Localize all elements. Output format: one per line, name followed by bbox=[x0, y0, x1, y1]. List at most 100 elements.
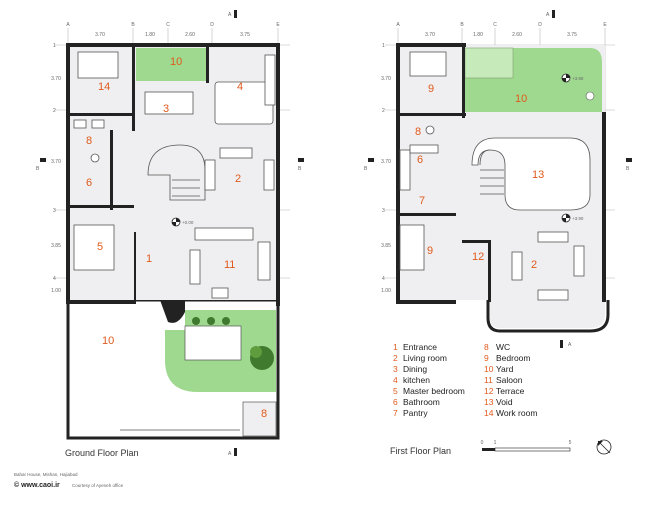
legend-label-11: Saloon bbox=[496, 375, 523, 385]
ground-sofa-1 bbox=[219, 147, 253, 159]
ground-grid-row-4: 4 bbox=[53, 276, 56, 282]
ground-dim-side-1: 3.70 bbox=[51, 76, 61, 82]
first-sofa-1 bbox=[537, 231, 569, 243]
ground-top-yard bbox=[136, 48, 208, 81]
first-bed-1 bbox=[409, 51, 447, 77]
ground-sofa-3 bbox=[263, 159, 275, 191]
first-section-mark-right: B bbox=[626, 166, 630, 172]
first-wall-bottom bbox=[396, 300, 456, 304]
legend-num-6: 6 bbox=[393, 397, 398, 407]
credit-project: Bahar House, Mishan, Hajiabad bbox=[14, 472, 78, 477]
legend-num-5: 5 bbox=[393, 386, 398, 396]
first-sofa-2 bbox=[573, 245, 585, 277]
first-wall-top bbox=[396, 43, 466, 47]
ground-shrub-1 bbox=[192, 317, 200, 325]
ground-room-6: 6 bbox=[86, 177, 92, 189]
ground-shrub-3 bbox=[222, 317, 230, 325]
ground-bay bbox=[160, 300, 185, 323]
ground-room-3: 3 bbox=[163, 103, 169, 115]
north-arrow-icon bbox=[596, 439, 612, 455]
ground-dim-side-3: 3.85 bbox=[51, 243, 61, 249]
first-room-6: 6 bbox=[417, 154, 423, 166]
scale-label-5: 5 bbox=[569, 440, 572, 446]
first-wall-b bbox=[462, 43, 465, 118]
ground-floor-plan: A B C D E 1 2 3 4 3.70 1.80 2.60 3.75 3.… bbox=[36, 10, 304, 458]
ground-wall-top bbox=[66, 43, 280, 47]
ground-dining-table bbox=[144, 91, 194, 115]
ground-shrub-2 bbox=[207, 317, 215, 325]
first-grid-col-e: E bbox=[603, 22, 607, 28]
first-dim-top-2: 1.80 bbox=[473, 32, 483, 38]
first-caption: First Floor Plan bbox=[390, 446, 451, 456]
first-room-9-top: 9 bbox=[428, 83, 434, 95]
ground-wall-h1 bbox=[66, 113, 134, 116]
scale-label-0: 0 bbox=[481, 440, 484, 446]
legend-label-3: Dining bbox=[403, 364, 427, 374]
legend-num-11: 11 bbox=[484, 375, 493, 385]
legend-num-1: 1 bbox=[393, 342, 398, 352]
ground-work-desk bbox=[77, 51, 119, 79]
legend-label-5: Master bedroom bbox=[403, 386, 465, 396]
legend-num-10: 10 bbox=[484, 364, 494, 374]
legend-num-9: 9 bbox=[484, 353, 489, 363]
first-grid-row-4: 4 bbox=[382, 276, 385, 282]
first-grid-col-b: B bbox=[460, 22, 464, 28]
first-grid-col-c: C bbox=[493, 22, 497, 28]
first-wall-h1 bbox=[396, 113, 466, 116]
ground-section-mark-right: B bbox=[298, 166, 302, 172]
ground-section-mark-left: B bbox=[36, 166, 40, 172]
first-wall-left bbox=[396, 43, 400, 303]
ground-wall-h2 bbox=[66, 205, 134, 208]
first-grid-row-1: 1 bbox=[382, 43, 385, 49]
scale-label-1: 1 bbox=[494, 440, 497, 446]
legend-label-9: Bedroom bbox=[496, 353, 531, 363]
credit-site: © www.caoi.ir bbox=[14, 481, 60, 489]
first-grid-row-2: 2 bbox=[382, 108, 385, 114]
first-level-label-b: +3.90 bbox=[572, 216, 584, 221]
legend-label-10: Yard bbox=[496, 364, 514, 374]
legend-num-12: 12 bbox=[484, 386, 494, 396]
first-wall-right bbox=[602, 112, 606, 302]
first-section-mark-bottom: A bbox=[568, 342, 572, 348]
ground-room-8-yard: 8 bbox=[261, 408, 267, 420]
ground-wall-right bbox=[276, 43, 280, 306]
ground-grid-row-1: 1 bbox=[53, 43, 56, 49]
ground-sofa-2 bbox=[204, 159, 216, 191]
first-room-12: 12 bbox=[472, 251, 484, 263]
ground-room-8: 8 bbox=[86, 135, 92, 147]
ground-saloon-table bbox=[211, 287, 229, 299]
ground-sink-2 bbox=[91, 119, 105, 129]
ground-wall-d bbox=[206, 43, 209, 83]
first-pantry-shelf bbox=[399, 149, 411, 191]
ground-level-label: +0.00 bbox=[182, 220, 194, 225]
first-floor-plan: A B C D E 1 2 3 4 3.70 1.80 2.60 3.75 3.… bbox=[364, 10, 632, 456]
ground-sink-1 bbox=[73, 119, 87, 129]
ground-grid-row-3: 3 bbox=[53, 208, 56, 214]
ground-room-10-yard: 10 bbox=[102, 335, 114, 347]
first-room-7: 7 bbox=[419, 195, 425, 207]
ground-wc-fixture bbox=[90, 153, 100, 163]
first-wc-fixture bbox=[425, 125, 435, 135]
ground-dim-side-4: 1.00 bbox=[51, 288, 61, 294]
legend-num-3: 3 bbox=[393, 364, 398, 374]
first-dim-top-4: 3.75 bbox=[567, 32, 577, 38]
first-section-mark-left: B bbox=[364, 166, 368, 172]
first-bed-2 bbox=[399, 224, 425, 271]
first-wall-terrace bbox=[462, 240, 490, 243]
first-section-mark-top: A bbox=[546, 12, 550, 18]
credit-courtesy: Courtesy of Ayeneh office bbox=[72, 483, 124, 488]
first-dim-side-2: 3.70 bbox=[381, 159, 391, 165]
ground-room-1: 1 bbox=[146, 253, 152, 265]
first-room-9-bottom: 9 bbox=[427, 245, 433, 257]
legend-label-7: Pantry bbox=[403, 408, 428, 418]
scale-bar: 0 1 5 bbox=[481, 440, 572, 452]
ground-grid-col-b: B bbox=[131, 22, 135, 28]
ground-caption: Ground Floor Plan bbox=[65, 448, 139, 458]
first-grid-col-d: D bbox=[538, 22, 542, 28]
first-room-10: 10 bbox=[515, 93, 527, 105]
ground-grid-col-d: D bbox=[210, 22, 214, 28]
first-dim-side-1: 3.70 bbox=[381, 76, 391, 82]
legend-label-12: Terrace bbox=[496, 386, 525, 396]
ground-wall-b bbox=[132, 43, 135, 131]
